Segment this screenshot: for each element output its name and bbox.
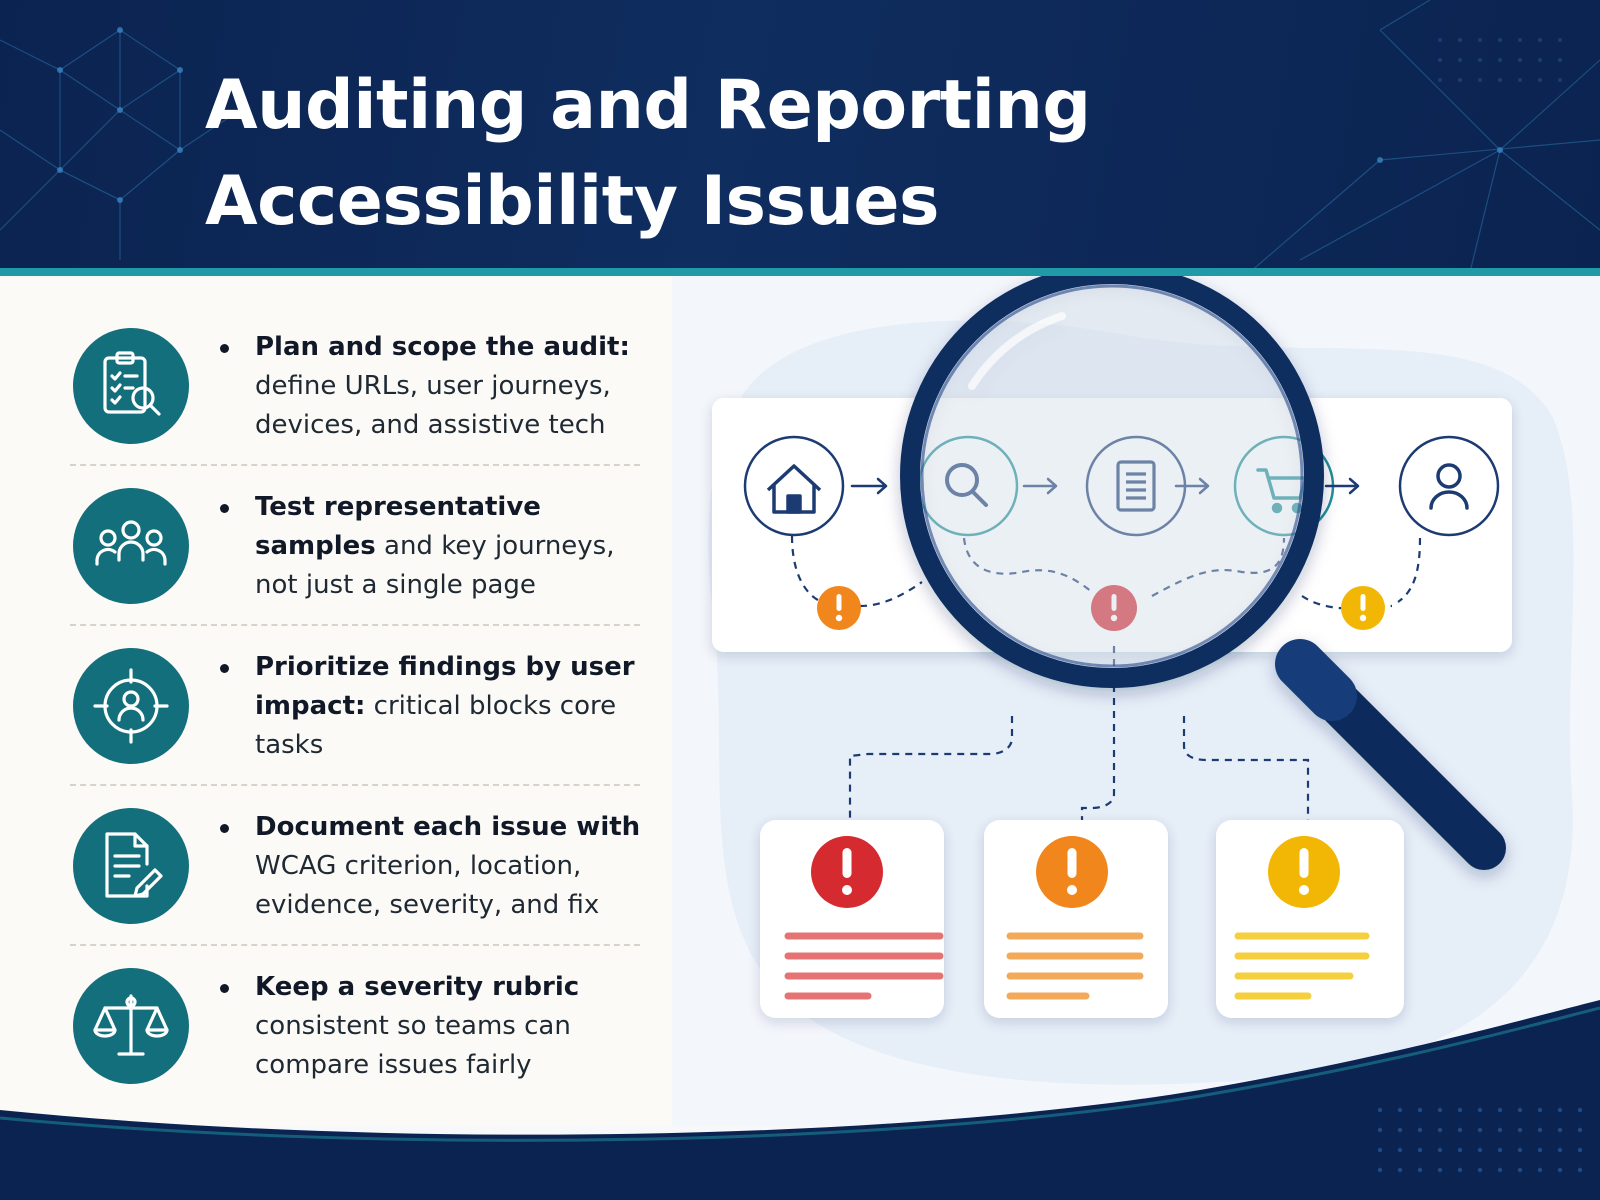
bullet-dot <box>220 344 229 353</box>
step-divider <box>70 784 640 786</box>
step-item-document: Document each issue with WCAG criterion,… <box>70 802 640 960</box>
step-divider <box>70 944 640 946</box>
issue-card-high <box>984 820 1168 1018</box>
page-title-line2: Accessibility Issues <box>205 162 939 241</box>
step-divider <box>70 624 640 626</box>
header-network-pattern <box>0 0 1600 272</box>
step-bold: Plan and scope the audit: <box>255 332 630 362</box>
footer-wave <box>0 1000 1600 1200</box>
warning-flag-orange <box>817 586 861 630</box>
target-user-icon <box>93 668 169 744</box>
step-rest: define URLs, user journeys, devices, and… <box>255 371 611 440</box>
audit-diagram-panel <box>672 276 1600 1126</box>
clipboard-search-icon <box>103 351 161 416</box>
bullet-dot <box>220 664 229 673</box>
step-item-rubric: Keep a severity rubric consistent so tea… <box>70 962 640 1120</box>
step-bold: Test representative samples <box>255 492 541 561</box>
step-text: Plan and scope the audit: define URLs, u… <box>255 328 650 445</box>
step-icon-circle <box>73 488 189 604</box>
step-icon-circle <box>73 328 189 444</box>
bullet-dot <box>220 824 229 833</box>
step-bold: Keep a severity rubric <box>255 972 580 1002</box>
balance-scale-icon <box>93 994 169 1056</box>
step-item-prioritize: Prioritize findings by user impact: crit… <box>70 642 640 800</box>
step-bold: Document each issue with <box>255 812 641 842</box>
step-divider <box>70 464 640 466</box>
medium-alert-icon <box>1268 836 1340 908</box>
step-rest: critical blocks core tasks <box>255 691 617 760</box>
journey-node-home <box>743 435 845 537</box>
issue-card-critical <box>760 820 944 1018</box>
header-banner: Auditing and Reporting Accessibility Iss… <box>0 0 1600 272</box>
step-rest: and key journeys, not just a single page <box>255 531 615 600</box>
step-text: Test representative samples and key jour… <box>255 488 650 605</box>
step-text: Prioritize findings by user impact: crit… <box>255 648 650 765</box>
header-teal-rule <box>0 268 1600 276</box>
group-users-icon <box>95 520 167 566</box>
high-alert-icon <box>1036 836 1108 908</box>
step-item-plan: Plan and scope the audit: define URLs, u… <box>70 322 640 480</box>
step-icon-circle <box>73 648 189 764</box>
bullet-dot <box>220 504 229 513</box>
audit-diagram <box>708 276 1574 1085</box>
document-edit-icon <box>105 832 163 898</box>
step-text: Document each issue with WCAG criterion,… <box>255 808 650 925</box>
journey-node-user <box>1398 435 1500 537</box>
step-text: Keep a severity rubric consistent so tea… <box>255 968 650 1085</box>
bullet-dot <box>220 984 229 993</box>
page-title-line1: Auditing and Reporting <box>205 66 1091 145</box>
step-item-test: Test representative samples and key jour… <box>70 482 640 640</box>
magnifying-glass-icon <box>900 276 1506 870</box>
page-title: Auditing and Reporting Accessibility Iss… <box>205 58 1091 250</box>
issue-card-medium <box>1216 820 1404 1018</box>
steps-panel: Plan and scope the audit: define URLs, u… <box>0 276 672 1126</box>
critical-alert-icon <box>811 836 883 908</box>
home-icon <box>766 464 822 514</box>
warning-flag-yellow <box>1341 586 1385 630</box>
step-rest: consistent so teams can compare issues f… <box>255 1011 571 1080</box>
step-icon-circle <box>73 968 189 1084</box>
step-bold: Prioritize findings by user impact: <box>255 652 635 721</box>
user-icon <box>1429 463 1469 510</box>
step-icon-circle <box>73 808 189 924</box>
step-rest: WCAG criterion, location, evidence, seve… <box>255 851 600 920</box>
